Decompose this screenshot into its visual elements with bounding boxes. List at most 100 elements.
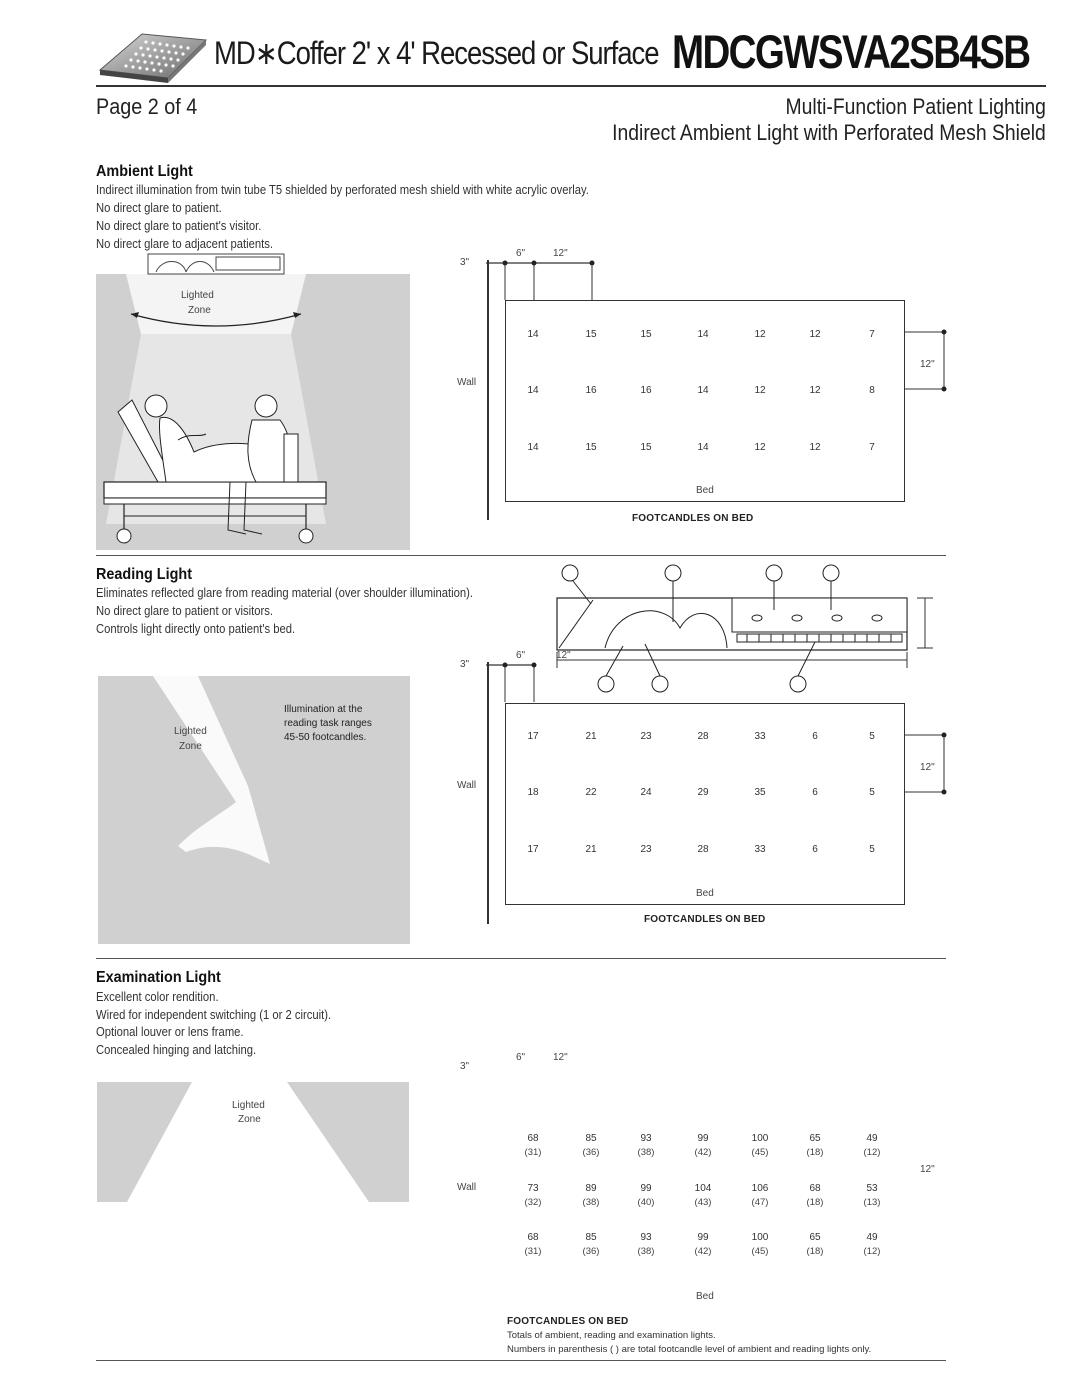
footcandle-value: 7 [869, 442, 875, 453]
footcandle-value: 53 [866, 1183, 878, 1194]
section-divider [96, 555, 946, 556]
footcandle-value: 99 [640, 1183, 652, 1194]
ambient-footcandle-grid [505, 300, 905, 502]
header-rule [96, 85, 1046, 87]
reading-dimension-lines [486, 662, 546, 705]
footcandle-value: 68 [527, 1232, 539, 1243]
footcandle-ambient-reading-value: (31) [524, 1246, 542, 1257]
ambient-dim-6: 6" [516, 248, 526, 259]
footcandle-value: 6 [812, 787, 818, 798]
footcandle-value: 16 [640, 385, 652, 396]
reading-task-note: Illumination at the [284, 704, 363, 715]
footcandle-value: 6 [812, 731, 818, 742]
footcandle-value: 14 [527, 442, 539, 453]
footcandle-value: 28 [697, 844, 709, 855]
ambient-side-dimension [905, 329, 950, 392]
model-number: MDCGWSVA2SB4SB [672, 25, 1031, 78]
ambient-section-title: Ambient Light [96, 163, 193, 180]
reading-room-illustration [98, 676, 410, 944]
ambient-dim-12-side: 12" [920, 359, 935, 370]
footcandle-value: 85 [585, 1232, 597, 1243]
footcandle-value: 12 [809, 329, 821, 340]
reading-dim-6: 6" [516, 650, 526, 661]
footcandle-value: 89 [585, 1183, 597, 1194]
footcandle-ambient-reading-value: (13) [863, 1197, 881, 1208]
footcandle-value: 12 [754, 385, 766, 396]
footcandle-value: 12 [754, 442, 766, 453]
footcandle-value: 14 [697, 329, 709, 340]
footcandle-ambient-reading-value: (18) [806, 1197, 824, 1208]
exam-room-illustration [97, 1082, 409, 1202]
reading-side-dimension [905, 732, 950, 795]
footcandle-value: 68 [809, 1183, 821, 1194]
footcandle-value: 14 [527, 329, 539, 340]
footcandle-value: 73 [527, 1183, 539, 1194]
ambient-dim-12-top: 12" [553, 248, 568, 259]
footcandle-value: 15 [585, 329, 597, 340]
ambient-dim-3: 3" [460, 257, 470, 268]
ambient-zone-label: Zone [188, 305, 211, 316]
footcandle-value: 65 [809, 1232, 821, 1243]
footcandle-value: 106 [751, 1183, 769, 1194]
reading-wall-label: Wall [457, 780, 477, 791]
reading-footcandle-grid [505, 703, 905, 905]
footcandle-value: 17 [527, 731, 539, 742]
exam-dim-6: 6" [516, 1052, 526, 1063]
ambient-desc-line: Indirect illumination from twin tube T5 … [96, 183, 589, 197]
footcandle-value: 24 [640, 787, 652, 798]
footcandle-value: 49 [866, 1133, 878, 1144]
exam-desc-line: Optional louver or lens frame. [96, 1025, 244, 1039]
ambient-zone-label: Lighted [181, 290, 214, 301]
footcandle-ambient-reading-value: (12) [863, 1246, 881, 1257]
footcandle-value: 23 [640, 844, 652, 855]
footcandle-value: 5 [869, 844, 875, 855]
footcandle-value: 15 [585, 442, 597, 453]
footcandle-ambient-reading-value: (38) [637, 1147, 655, 1158]
ambient-desc-line: No direct glare to adjacent patients. [96, 237, 273, 251]
footcandle-value: 93 [640, 1133, 652, 1144]
footcandle-value: 104 [694, 1183, 712, 1194]
ambient-room-illustration [96, 253, 410, 550]
footcandle-value: 29 [697, 787, 709, 798]
footcandle-value: 21 [585, 844, 597, 855]
footer-rule [96, 1360, 946, 1361]
footcandle-ambient-reading-value: (47) [751, 1197, 769, 1208]
footcandle-value: 5 [869, 731, 875, 742]
reading-grid-title: FOOTCANDLES ON BED [644, 914, 766, 925]
reading-dim-12-side: 12" [920, 762, 935, 773]
exam-note: Numbers in parenthesis ( ) are total foo… [507, 1344, 872, 1355]
ambient-grid-title: FOOTCANDLES ON BED [632, 513, 754, 524]
footcandle-value: 12 [809, 442, 821, 453]
reading-dim-3: 3" [460, 659, 470, 670]
fixture-cross-section [545, 562, 940, 697]
footcandle-value: 5 [869, 787, 875, 798]
reading-desc-line: No direct glare to patient or visitors. [96, 604, 273, 618]
footcandle-value: 68 [527, 1133, 539, 1144]
footcandle-value: 100 [751, 1232, 769, 1243]
exam-desc-line: Excellent color rendition. [96, 990, 219, 1004]
footcandle-value: 22 [585, 787, 597, 798]
footcandle-value: 33 [754, 844, 766, 855]
reading-wall-line [487, 662, 489, 924]
footcandle-ambient-reading-value: (32) [524, 1197, 542, 1208]
footcandle-ambient-reading-value: (18) [806, 1147, 824, 1158]
footcandle-value: 93 [640, 1232, 652, 1243]
footcandle-value: 49 [866, 1232, 878, 1243]
footcandle-value: 23 [640, 731, 652, 742]
footcandle-value: 21 [585, 731, 597, 742]
footcandle-value: 100 [751, 1133, 769, 1144]
subtitle-secondary: Indirect Ambient Light with Perforated M… [612, 120, 1046, 145]
reading-desc-line: Eliminates reflected glare from reading … [96, 586, 474, 600]
exam-note: Totals of ambient, reading and examinati… [507, 1330, 716, 1341]
reading-bed-label: Bed [696, 888, 714, 899]
ambient-wall-line [487, 260, 489, 520]
section-divider [96, 958, 946, 959]
subtitle-primary: Multi-Function Patient Lighting [785, 94, 1046, 119]
footcandle-value: 16 [585, 385, 597, 396]
footcandle-value: 14 [527, 385, 539, 396]
reading-zone-label: Zone [179, 741, 202, 752]
footcandle-ambient-reading-value: (38) [582, 1197, 600, 1208]
footcandle-ambient-reading-value: (43) [694, 1197, 712, 1208]
footcandle-value: 99 [697, 1232, 709, 1243]
footcandle-value: 33 [754, 731, 766, 742]
